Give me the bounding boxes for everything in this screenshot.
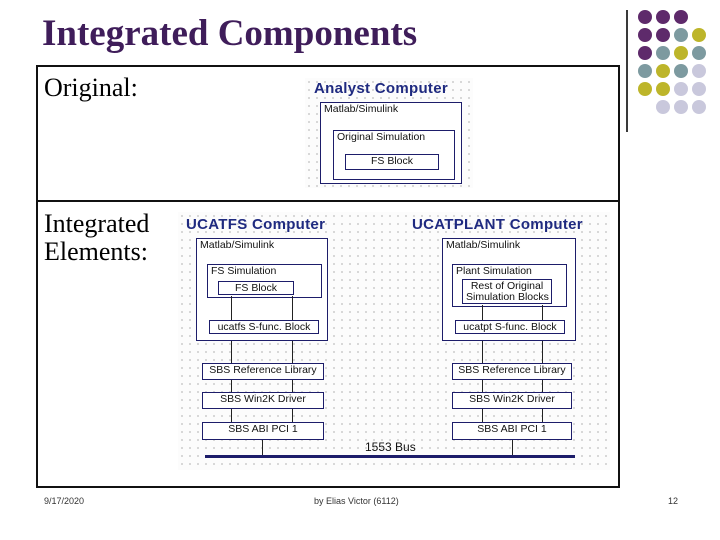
ucatfs-computer-title: UCATFS Computer (186, 216, 326, 233)
ucatplant-up-arrow (482, 341, 483, 363)
ucatplant-library-block: SBS Reference Library (452, 363, 572, 380)
decor-dot (656, 28, 670, 42)
decor-dot (656, 10, 670, 24)
ucatplant-sfunc-block: ucatpt S-func. Block (455, 320, 565, 334)
decor-dot (674, 46, 688, 60)
ucatplant-pci-block: SBS ABI PCI 1 (452, 422, 572, 440)
section-divider (36, 200, 620, 202)
bus-label: 1553 Bus (365, 440, 416, 454)
decor-dot (674, 100, 688, 114)
ucatfs-driver-label: SBS Win2K Driver (220, 393, 306, 405)
ucatfs-matlab-label: Matlab/Simulink (200, 239, 275, 251)
ucatfs-pci-label: SBS ABI PCI 1 (228, 423, 298, 435)
ucatfs-driver-block: SBS Win2K Driver (202, 392, 324, 409)
ucatplant-rest-label-line1: Rest of Original (470, 280, 544, 292)
decor-dot (692, 100, 706, 114)
footer-author: by Elias Victor (6112) (314, 496, 399, 506)
content-frame (36, 65, 620, 488)
ucatfs-library-label: SBS Reference Library (209, 364, 317, 376)
ucatplant-driver-block: SBS Win2K Driver (452, 392, 572, 409)
decor-dot (692, 82, 706, 96)
decor-dot (674, 10, 688, 24)
analyst-computer-title: Analyst Computer (314, 80, 448, 97)
ucatplant-driver-label: SBS Win2K Driver (469, 393, 555, 405)
analyst-matlab-label: Matlab/Simulink (324, 103, 399, 115)
ucatfs-down-arrow (292, 380, 293, 392)
decor-dot (692, 46, 706, 60)
ucatfs-sfunc-block: ucatfs S-func. Block (209, 320, 319, 334)
ucatfs-up-arrow (231, 341, 232, 363)
ucatplant-up-arrow (482, 380, 483, 392)
decor-dot (638, 10, 652, 24)
decor-dot (674, 82, 688, 96)
ucatplant-library-label: SBS Reference Library (458, 364, 566, 376)
ucatfs-pci-block: SBS ABI PCI 1 (202, 422, 324, 440)
ucatplant-matlab-label: Matlab/Simulink (446, 239, 521, 251)
analyst-fs-block: FS Block (345, 154, 439, 170)
ucatplant-rest-label-line2: Simulation Blocks (466, 291, 549, 303)
decor-dot (638, 28, 652, 42)
ucatfs-sfunc-label: ucatfs S-func. Block (217, 321, 311, 333)
integrated-label-line2: Elements: (44, 237, 148, 266)
ucatplant-down-arrow (542, 341, 543, 363)
ucatfs-fs-block: FS Block (218, 281, 294, 295)
ucatfs-down-arrow (292, 409, 293, 422)
ucatplant-pci-label: SBS ABI PCI 1 (477, 423, 547, 435)
original-label: Original: (44, 73, 138, 102)
ucatplant-simulation-label: Plant Simulation (456, 265, 532, 277)
decor-dot (656, 100, 670, 114)
ucatplant-sfunc-label: ucatpt S-func. Block (463, 321, 557, 333)
ucatfs-simulation-label: FS Simulation (211, 265, 277, 277)
analyst-fs-block-label: FS Block (370, 155, 413, 167)
ucatfs-up-arrow (231, 409, 232, 422)
decor-dot (638, 82, 652, 96)
decor-dot (692, 64, 706, 78)
decorative-vertical-line (626, 10, 628, 132)
decor-dot (656, 46, 670, 60)
analyst-simulation-label: Original Simulation (337, 131, 426, 143)
ucatfs-bus-connector (262, 440, 263, 456)
decor-dot (674, 64, 688, 78)
ucatplant-computer-title: UCATPLANT Computer (412, 216, 583, 233)
ucatplant-down-arrow (542, 380, 543, 392)
ucatplant-down-arrow (542, 305, 543, 320)
integrated-label-line1: Integrated (44, 209, 150, 238)
decor-dot (674, 28, 688, 42)
footer-date: 9/17/2020 (44, 496, 85, 506)
ucatfs-down-arrow (292, 296, 293, 320)
ucatplant-bus-connector (512, 440, 513, 456)
decor-dot (656, 64, 670, 78)
footer-page-number: 12 (668, 496, 679, 506)
decor-dot (656, 82, 670, 96)
decor-dot (638, 64, 652, 78)
ucatplant-down-arrow (542, 409, 543, 422)
ucatfs-up-arrow (231, 296, 232, 320)
ucatplant-up-arrow (482, 409, 483, 422)
decor-dot (692, 28, 706, 42)
ucatplant-up-arrow (482, 305, 483, 320)
ucatfs-down-arrow (292, 341, 293, 363)
ucatfs-library-block: SBS Reference Library (202, 363, 324, 380)
ucatfs-up-arrow (231, 380, 232, 392)
slide-title: Integrated Components (42, 13, 418, 54)
ucatfs-fs-block-label: FS Block (234, 282, 277, 294)
bus-line (205, 455, 575, 458)
decor-dot (638, 46, 652, 60)
